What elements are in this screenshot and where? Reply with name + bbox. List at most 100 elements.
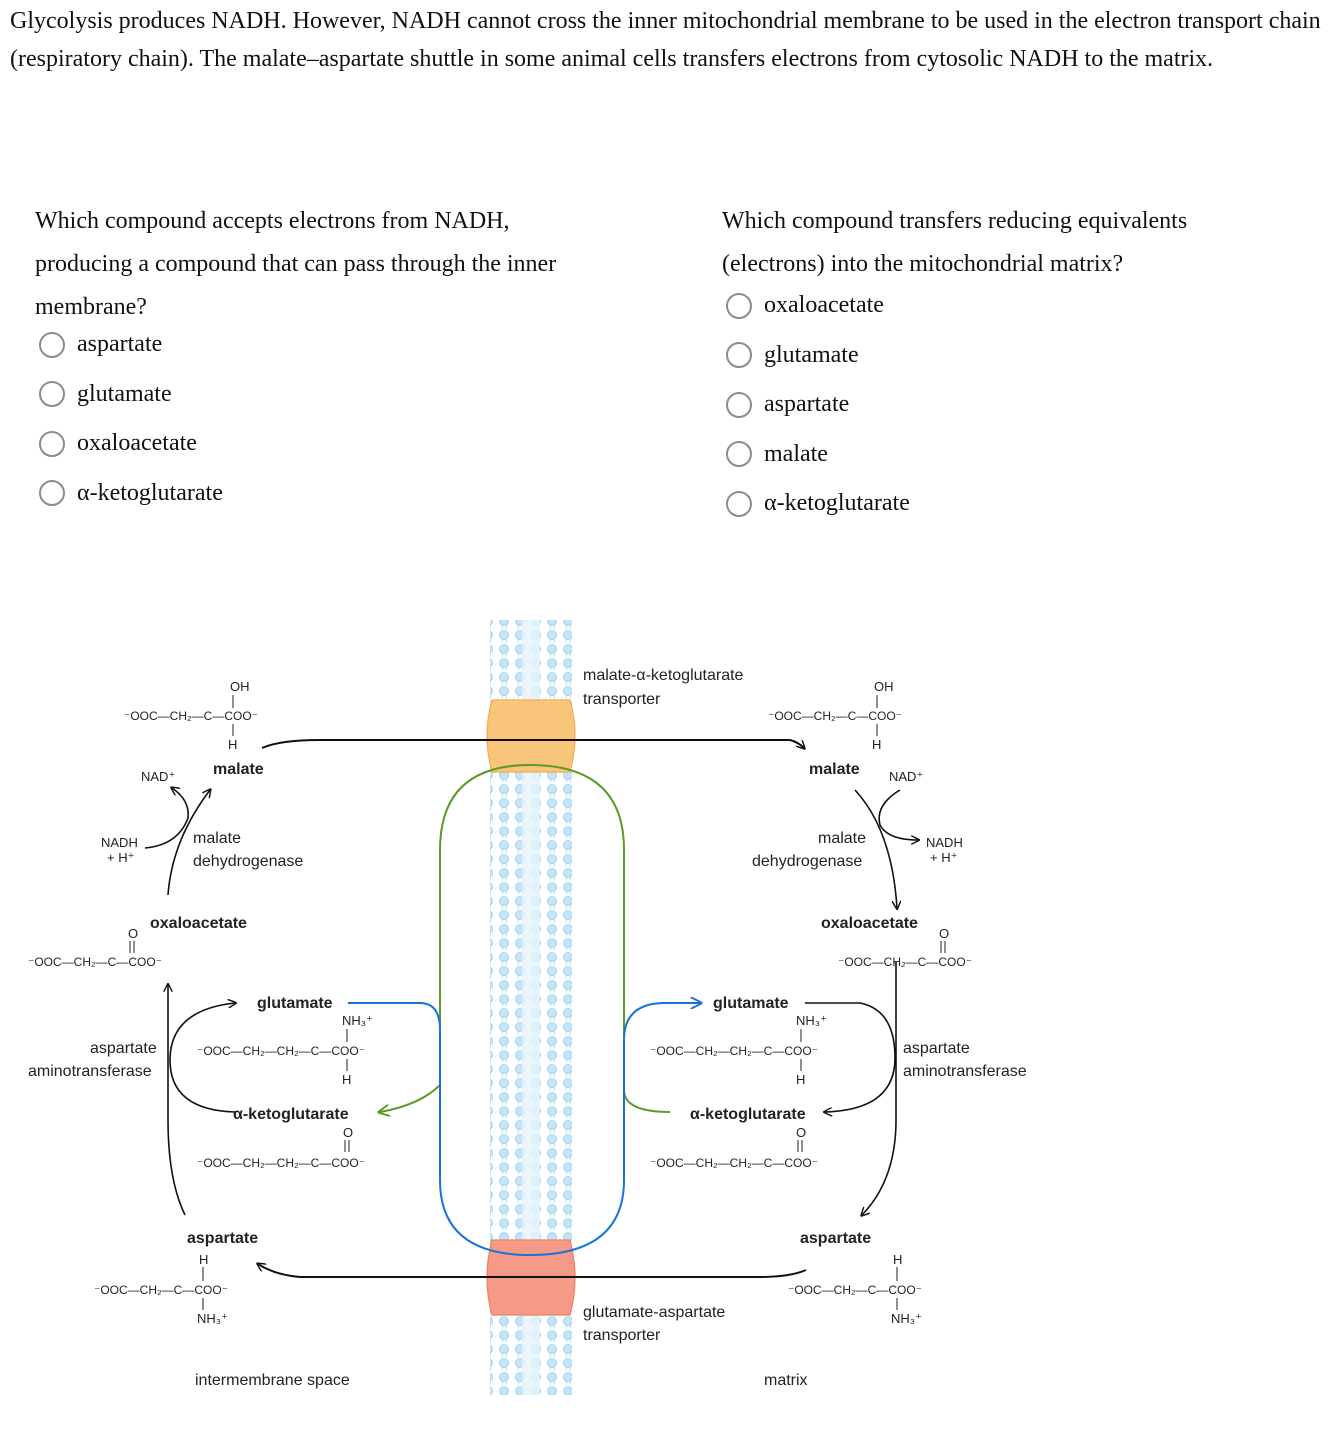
svg-text:O: O	[796, 1125, 806, 1140]
left-akg-structure: O ⁻OOC—CH₂—CH₂—C—COO⁻	[197, 1125, 365, 1170]
transporter-bottom-label-2: transporter	[583, 1327, 661, 1344]
radio-button[interactable]	[726, 342, 752, 369]
right-nad: NAD⁺	[889, 769, 923, 784]
left-aat-1: aspartate	[90, 1040, 157, 1057]
transporter-bottom-label-1: glutamate-aspartate	[583, 1304, 725, 1321]
svg-text:⁻OOC—CH₂—C—COO⁻: ⁻OOC—CH₂—C—COO⁻	[94, 1283, 228, 1297]
svg-text:H: H	[342, 1072, 351, 1087]
q2-option-oxaloacetate[interactable]: oxaloacetate	[726, 281, 910, 331]
right-oxaloacetate-structure: O ⁻OOC—CH₂—C—COO⁻	[838, 926, 972, 969]
matrix-label: matrix	[764, 1372, 808, 1389]
q1-option-alpha-ketoglutarate[interactable]: α-ketoglutarate	[39, 469, 223, 519]
radio-button[interactable]	[726, 490, 752, 517]
left-oxaloacetate-label: oxaloacetate	[150, 915, 247, 932]
left-mdh-arrow	[167, 790, 210, 896]
q2-option-malate[interactable]: malate	[726, 430, 910, 480]
radio-button[interactable]	[726, 292, 752, 319]
right-aspartate-structure: H ⁻OOC—CH₂—C—COO⁻ NH₃⁺	[788, 1252, 922, 1326]
svg-text:O: O	[939, 926, 949, 941]
radio-button[interactable]	[726, 441, 752, 468]
radio-button[interactable]	[39, 480, 65, 507]
svg-text:⁻OOC—CH₂—CH₂—C—COO⁻: ⁻OOC—CH₂—CH₂—C—COO⁻	[197, 1044, 365, 1058]
svg-text:NH₃⁺: NH₃⁺	[197, 1311, 228, 1326]
right-malate-label: malate	[809, 761, 860, 778]
right-aat-1: aspartate	[903, 1040, 970, 1057]
right-nad-arrow	[878, 789, 918, 840]
right-akg-structure: O ⁻OOC—CH₂—CH₂—C—COO⁻	[650, 1125, 818, 1170]
svg-text:OH: OH	[230, 679, 250, 694]
svg-text:O: O	[343, 1125, 353, 1140]
q1-option-oxaloacetate[interactable]: oxaloacetate	[39, 419, 223, 469]
svg-text:H: H	[872, 737, 881, 752]
left-mdh-2: dehydrogenase	[193, 853, 303, 870]
left-malate-label: malate	[213, 761, 264, 778]
left-nad: NAD⁺	[141, 769, 175, 784]
right-hplus: + H⁺	[930, 850, 957, 865]
svg-text:⁻OOC—CH₂—CH₂—C—COO⁻: ⁻OOC—CH₂—CH₂—C—COO⁻	[650, 1156, 818, 1170]
svg-text:H: H	[893, 1252, 902, 1267]
radio-button[interactable]	[39, 430, 65, 457]
right-glutamate-label: glutamate	[713, 995, 789, 1012]
left-mdh-1: malate	[193, 830, 241, 847]
question-1-prompt: Which compound accepts electrons from NA…	[35, 208, 557, 320]
svg-text:O: O	[128, 926, 138, 941]
blue-glutamate-path	[348, 1003, 700, 1257]
radio-button[interactable]	[726, 391, 752, 418]
q2-option-aspartate[interactable]: aspartate	[726, 380, 910, 430]
q2-option-glutamate[interactable]: glutamate	[726, 331, 910, 381]
transporter-malate-akg	[486, 699, 576, 773]
intermembrane-space-label: intermembrane space	[195, 1372, 350, 1389]
q1-option-aspartate[interactable]: aspartate	[39, 320, 223, 370]
right-glutamate-structure: NH₃⁺ ⁻OOC—CH₂—CH₂—C—COO⁻ H	[650, 1013, 827, 1087]
svg-text:NH₃⁺: NH₃⁺	[796, 1013, 827, 1028]
radio-button[interactable]	[39, 331, 65, 358]
right-mdh-arrow	[854, 789, 897, 908]
transporter-top-label-2: transporter	[583, 691, 661, 708]
aspartate-transport-arrow	[258, 1264, 807, 1278]
left-nad-arrow	[144, 788, 189, 849]
left-aat-arrow	[168, 985, 186, 1216]
radio-button[interactable]	[39, 381, 65, 408]
left-glutamate-structure: NH₃⁺ ⁻OOC—CH₂—CH₂—C—COO⁻ H	[197, 1013, 373, 1087]
left-glutamate-label: glutamate	[257, 995, 333, 1012]
right-mdh-2: dehydrogenase	[752, 853, 862, 870]
right-nadh: NADH	[926, 835, 963, 850]
right-aat-curve	[805, 1002, 896, 1112]
question-2-options: oxaloacetate glutamate aspartate malate …	[726, 281, 910, 529]
svg-text:H: H	[228, 737, 237, 752]
right-aat-2: aminotransferase	[903, 1063, 1027, 1080]
question-2-prompt: Which compound transfers reducing equiva…	[722, 208, 1188, 277]
svg-text:⁻OOC—CH₂—C—COO⁻: ⁻OOC—CH₂—C—COO⁻	[124, 709, 258, 723]
left-aspartate-label: aspartate	[187, 1230, 258, 1247]
svg-text:⁻OOC—CH₂—C—COO⁻: ⁻OOC—CH₂—C—COO⁻	[838, 955, 972, 969]
left-hplus: + H⁺	[107, 850, 134, 865]
right-oxaloacetate-label: oxaloacetate	[821, 915, 918, 932]
right-malate-structure: OH ⁻OOC—CH₂—C—COO⁻ H	[768, 679, 902, 752]
left-aat-2: aminotransferase	[28, 1063, 152, 1080]
q1-option-glutamate[interactable]: glutamate	[39, 370, 223, 420]
right-aspartate-label: aspartate	[800, 1230, 871, 1247]
question-1-options: aspartate glutamate oxaloacetate α-ketog…	[39, 320, 223, 518]
transporter-top-label-1: malate-α-ketoglutarate	[583, 667, 744, 684]
left-aspartate-structure: H ⁻OOC—CH₂—C—COO⁻ NH₃⁺	[94, 1252, 228, 1326]
left-oxaloacetate-structure: O ⁻OOC—CH₂—C—COO⁻	[28, 926, 162, 969]
svg-text:⁻OOC—CH₂—CH₂—C—COO⁻: ⁻OOC—CH₂—CH₂—C—COO⁻	[650, 1044, 818, 1058]
svg-text:NH₃⁺: NH₃⁺	[891, 1311, 922, 1326]
svg-text:⁻OOC—CH₂—C—COO⁻: ⁻OOC—CH₂—C—COO⁻	[28, 955, 162, 969]
svg-text:⁻OOC—CH₂—C—COO⁻: ⁻OOC—CH₂—C—COO⁻	[788, 1283, 922, 1297]
left-akg-label: α-ketoglutarate	[233, 1106, 349, 1123]
right-akg-label: α-ketoglutarate	[690, 1106, 806, 1123]
svg-text:NH₃⁺: NH₃⁺	[342, 1013, 373, 1028]
right-aat-arrow	[862, 962, 897, 1215]
svg-text:⁻OOC—CH₂—CH₂—C—COO⁻: ⁻OOC—CH₂—CH₂—C—COO⁻	[197, 1156, 365, 1170]
right-mdh-1: malate	[818, 830, 866, 847]
svg-text:H: H	[199, 1252, 208, 1267]
svg-text:⁻OOC—CH₂—C—COO⁻: ⁻OOC—CH₂—C—COO⁻	[768, 709, 902, 723]
left-nadh: NADH	[101, 835, 138, 850]
malate-transport-arrow	[261, 739, 804, 748]
question-intro: Glycolysis produces NADH. However, NADH …	[10, 8, 1321, 72]
left-aat-curve	[169, 1003, 235, 1113]
q2-option-alpha-ketoglutarate[interactable]: α-ketoglutarate	[726, 479, 910, 529]
left-malate-structure: OH ⁻OOC—CH₂—C—COO⁻ H	[124, 679, 258, 752]
